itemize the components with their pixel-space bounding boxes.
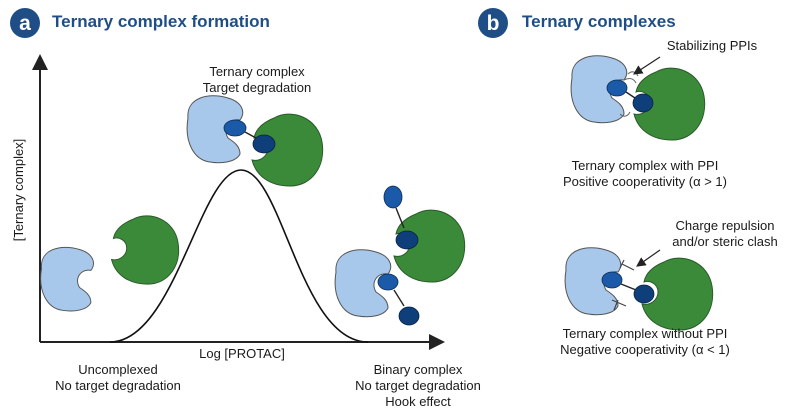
peak-label-line-2: Target degradation — [202, 80, 312, 95]
panel-a-title: Ternary complex formation — [52, 12, 270, 31]
negative-cooperativity-caption: Ternary complex without PPI Negative coo… — [540, 326, 750, 358]
x-axis-label: Log [PROTAC] — [199, 346, 285, 361]
uncomplexed-label-line-2: No target degradation — [55, 378, 181, 393]
charge-repulsion-label: Charge repulsion and/or steric clash — [660, 218, 790, 250]
uncomplexed-label: Uncomplexed No target degradation — [38, 362, 198, 394]
binary-complex-label-line-1: Binary complex — [373, 362, 463, 377]
charge-repulsion-line-1: Charge repulsion — [675, 218, 775, 233]
positive-caption-line-1: Ternary complex with PPI — [571, 158, 719, 173]
peak-label-line-1: Ternary complex — [209, 64, 305, 79]
ppi-arrow — [632, 56, 661, 75]
binary-complex-label-line-3: Hook effect — [385, 394, 451, 409]
negative-caption-line-1: Ternary complex without PPI — [562, 326, 728, 341]
binary-complex-ligase — [383, 185, 466, 283]
panel-b-title: Ternary complexes — [522, 12, 676, 31]
positive-caption-line-2: Positive cooperativity (α > 1) — [563, 174, 727, 189]
y-axis-label: [Ternary complex] — [11, 138, 26, 242]
binary-complex-label-line-2: No target degradation — [355, 378, 481, 393]
stabilizing-ppis-label: Stabilizing PPIs — [666, 38, 758, 53]
bell-curve — [109, 169, 369, 343]
uncomplexed-label-line-1: Uncomplexed — [78, 362, 158, 377]
peak-label: Ternary complex Target degradation — [187, 64, 327, 96]
positive-cooperativity-caption: Ternary complex with PPI Positive cooper… — [545, 158, 745, 190]
peak-ternary-complex — [186, 95, 324, 187]
uncomplexed-target-protein — [40, 246, 94, 312]
uncomplexed-e3-ligase — [111, 215, 180, 285]
panel-a-badge: a — [10, 8, 40, 38]
binary-complex-label: Binary complex No target degradation Hoo… — [338, 362, 498, 410]
panel-b-badge: b — [478, 8, 508, 38]
charge-repulsion-line-2: and/or steric clash — [672, 234, 778, 249]
ternary-complex-with-ppi — [570, 55, 706, 141]
ternary-complex-without-ppi — [564, 247, 714, 331]
negative-caption-line-2: Negative cooperativity (α < 1) — [560, 342, 730, 357]
binary-complex-target — [334, 249, 420, 326]
repulsion-arrow — [636, 249, 661, 267]
